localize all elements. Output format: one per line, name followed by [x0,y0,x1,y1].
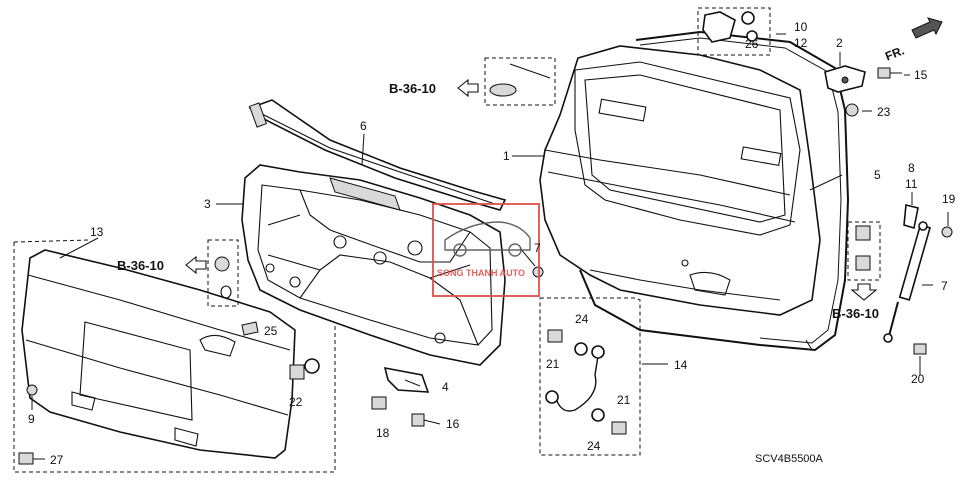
tailgate-panel [539,45,821,316]
front-direction-indicator: FR. [883,17,943,64]
callout-22: 22 [289,395,303,409]
callout-24-upper: 24 [575,312,589,326]
group-box-garnish [13,239,336,473]
ref-arrow-right: B-36-10 [832,283,879,321]
ref-label-right: B-36-10 [832,306,879,321]
callout-21-lower: 21 [617,393,631,407]
callout-26: 26 [745,37,759,51]
callout-27: 27 [50,453,64,467]
callout-24-lower: 24 [587,439,601,453]
callout-21-upper: 21 [546,357,560,371]
callout-25: 25 [264,324,278,338]
group-box-left [207,239,239,307]
ref-label-left: B-36-10 [117,258,164,273]
group-box-hinge [697,7,771,56]
ref-arrow-left: B-36-10 [117,255,207,275]
ref-label-top: B-36-10 [389,81,436,96]
callout-13: 13 [90,225,104,239]
front-direction-label: FR. [883,43,906,63]
callout-3: 3 [204,197,211,211]
callout-7-strut: 7 [941,279,948,293]
callout-20: 20 [911,372,925,386]
callout-1: 1 [503,149,510,163]
leader-lines [31,33,949,425]
tailgate-weatherstrip [579,30,850,352]
callout-8: 8 [908,161,915,175]
callout-15: 15 [914,68,928,82]
watermark-logo: SONG THANH AUTO [432,203,540,297]
callout-14: 14 [674,358,688,372]
callouts: 1 2 3 4 5 6 7 7 8 9 10 11 12 13 14 15 16… [28,20,956,467]
license-garnish [21,249,296,459]
tailgate-inner-frame [241,164,506,366]
diagram-code: SCV4B5500A [755,453,824,465]
group-box-right [847,221,881,281]
watermark-text: SONG THANH AUTO [437,268,525,278]
callout-7-frame: 7 [534,241,541,255]
callout-16: 16 [446,417,460,431]
ref-arrow-top: B-36-10 [389,78,479,98]
callout-18: 18 [376,426,390,440]
callout-6: 6 [360,119,367,133]
gas-strut [883,221,931,343]
hinge-parts [702,11,866,93]
fasteners [18,67,953,465]
callout-4: 4 [442,380,449,394]
group-box-cable [539,297,641,456]
callout-23: 23 [877,105,891,119]
callout-11: 11 [905,177,918,191]
group-box-top [484,57,556,106]
callout-19: 19 [942,192,956,206]
callout-10: 10 [794,20,808,34]
callout-12: 12 [794,36,808,50]
callout-5: 5 [874,168,881,182]
callout-2: 2 [836,36,843,50]
callout-9: 9 [28,412,35,426]
